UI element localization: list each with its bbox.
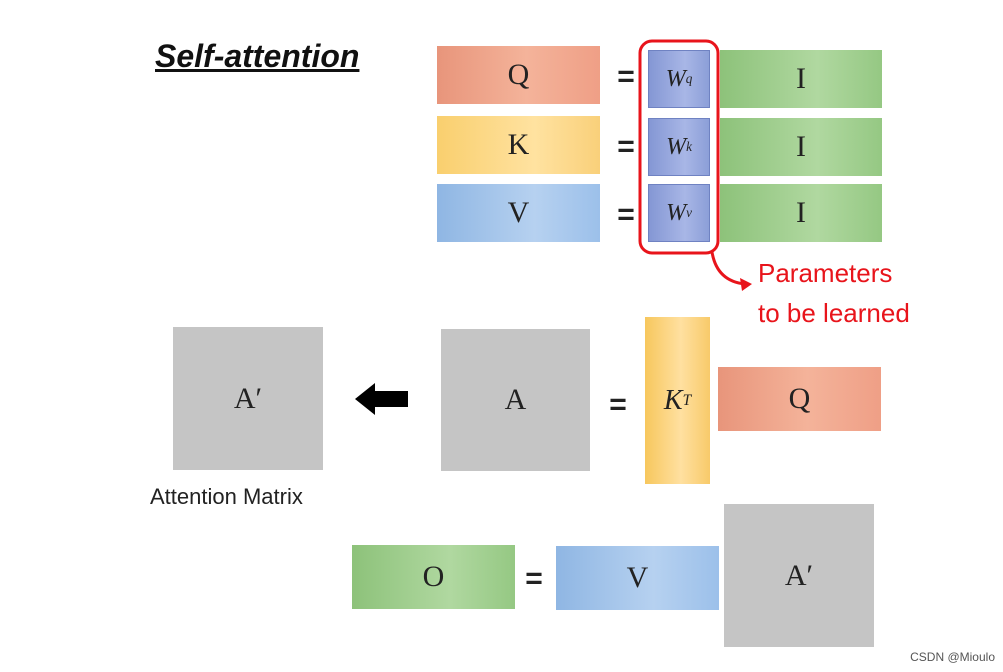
a-prime-matrix: A′ xyxy=(173,327,323,470)
i-matrix: I xyxy=(720,118,882,176)
a-prime-label: A′ xyxy=(233,381,263,415)
k-matrix: K xyxy=(437,116,600,174)
v-label: V xyxy=(507,196,530,229)
i-matrix: I xyxy=(720,184,882,242)
annotation-arrowhead xyxy=(740,278,752,291)
wk-base: W xyxy=(666,133,687,160)
i-matrix: I xyxy=(720,50,882,108)
o-label: O xyxy=(422,560,445,593)
a-prime-matrix-output: A′ xyxy=(724,504,874,647)
o-matrix: O xyxy=(352,545,515,609)
watermark: CSDN @Mioulo xyxy=(910,650,995,664)
wv-base: W xyxy=(666,199,687,226)
wk-sup: k xyxy=(686,139,692,154)
equals-sign: = xyxy=(617,130,635,163)
annotation-line2: to be learned xyxy=(758,298,910,328)
kt-sup: T xyxy=(682,391,692,409)
wq-sup: q xyxy=(685,71,693,86)
i-label: I xyxy=(796,130,806,163)
a-matrix: A xyxy=(441,329,590,471)
wv-sup: v xyxy=(686,205,692,220)
annotation-line1: Parameters xyxy=(758,258,893,288)
weights-outline xyxy=(638,39,720,255)
kt-base: K xyxy=(663,384,683,416)
q-matrix-attention: Q xyxy=(718,367,881,431)
equals-sign: = xyxy=(617,198,635,231)
k-label: K xyxy=(507,128,530,161)
i-label: I xyxy=(796,196,806,229)
v-label: V xyxy=(626,561,649,594)
left-arrow-icon xyxy=(355,383,408,415)
q-label: Q xyxy=(507,58,530,91)
q-matrix: Q xyxy=(437,46,600,104)
equals-sign: = xyxy=(609,388,627,421)
annotation-arrow xyxy=(710,251,746,286)
wq-base: W xyxy=(665,65,686,92)
v-matrix: V xyxy=(437,184,600,242)
diagram-title: Self-attention xyxy=(155,38,360,74)
q-label: Q xyxy=(788,382,811,415)
a-label: A xyxy=(504,383,527,416)
attention-matrix-label: Attention Matrix xyxy=(150,484,303,509)
i-label: I xyxy=(796,62,806,95)
equals-sign: = xyxy=(617,60,635,93)
equals-sign: = xyxy=(525,562,543,595)
v-matrix-output: V xyxy=(556,546,719,610)
annotation-text: Parameters to be learned xyxy=(758,253,910,333)
a-prime-label: A′ xyxy=(784,558,814,592)
